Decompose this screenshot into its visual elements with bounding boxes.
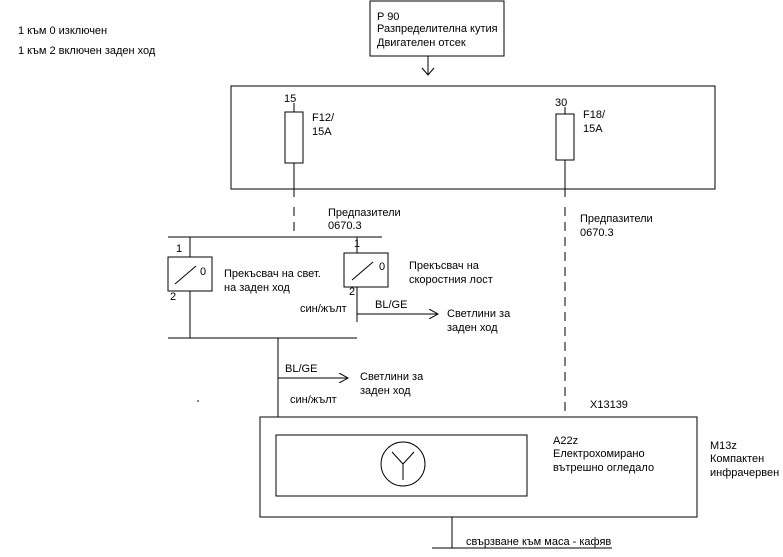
photo-sensor-stroke-3 [402,451,415,465]
switch-right-label-2: скоростния лост [409,274,493,286]
fuse-left [284,111,304,164]
legend-on: 1 към 2 включен заден ход [18,45,156,57]
fuses-caption-left-1: Предпазители [328,207,401,219]
lamp-lower-label-1: Светлини за [360,371,424,383]
p90-box [369,0,505,57]
module-line-1: Компактен [710,453,765,465]
legend-off: 1 към 0 изключен [18,25,108,37]
mirror-line-1: Електрохомирано [553,448,645,460]
photo-sensor-stroke-2 [391,451,404,465]
wire-upper-color: син/жълт [300,303,347,315]
wire-lower-code: BL/GE [285,363,318,375]
module-outer-box [259,416,698,518]
p90-arrow-head [421,67,435,76]
switch-right-pos-1: 1 [354,238,361,250]
wire-lower-color: син/жълт [290,394,337,406]
p90-location: Двигателен отсек [377,37,466,49]
switch-right-pos-0: 0 [379,261,386,273]
p90-name: Разпределителна кутия [377,23,498,35]
mirror-line-2: вътрешно огледало [553,462,655,474]
switch-left-contact [174,265,197,285]
ground-label: свързване към маса - кафяв [466,536,612,548]
lamp-upper-label-1: Светлини за [447,308,511,320]
fuse-left-label-2: 15A [312,126,332,138]
switch-left-pos-0: 0 [200,266,207,278]
connector-label: X13139 [590,399,628,411]
module-line-2: инфрачервен [710,467,780,479]
lamp-lower-label-2: заден ход [360,385,411,397]
wire-upper-code: BL/GE [375,299,408,311]
mirror-inner-box [275,434,528,497]
module-code: M13z [710,440,737,452]
switch-right-label-1: Прекъсвач на [409,260,479,272]
switch-left-pos-2: 2 [170,291,177,303]
switch-right-pos-2: 2 [349,286,356,298]
photo-sensor-icon [380,441,426,487]
fuses-caption-right-2: 0670.3 [580,227,614,239]
lamp-upper-label-2: заден ход [447,322,498,334]
switch-right-contact [351,261,374,281]
fuse-block [230,85,716,190]
switch-left-label-2: на заден ход [224,282,290,294]
fuse-right-terminal: 30 [555,97,568,109]
fuses-caption-left-2: 0670.3 [328,220,362,232]
switch-right-box [343,252,389,288]
fuse-left-terminal: 15 [284,93,297,105]
switch-left-label-1: Прекъсвач на свет. [224,268,321,280]
fuse-right [555,113,575,161]
stray-dot [197,400,199,402]
fuse-left-label-1: F12/ [312,112,335,124]
p90-code: P 90 [377,11,400,23]
fuse-right-label-1: F18/ [583,109,606,121]
switch-left-pos-1: 1 [176,243,183,255]
mirror-code: A22z [553,435,579,447]
fuse-right-label-2: 15A [583,123,603,135]
fuses-caption-right-1: Предпазители [580,213,653,225]
